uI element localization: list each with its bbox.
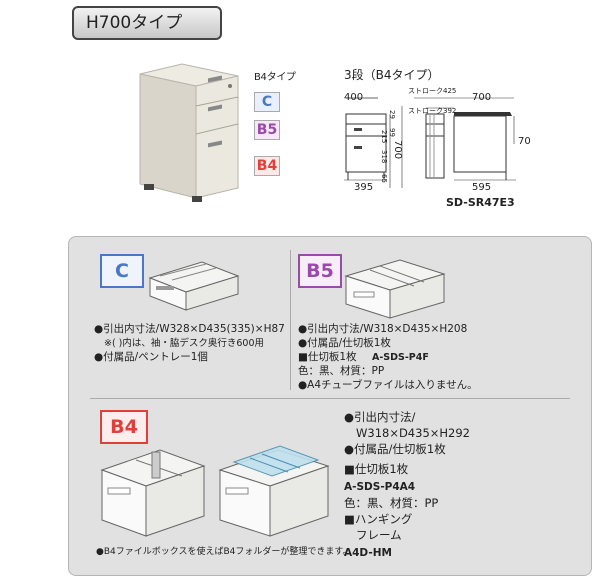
spec-b5-divider: ■仕切板1枚 <box>298 351 357 363</box>
tag-b4: B4 <box>100 410 148 444</box>
dim-height-318: 318 <box>380 150 388 164</box>
dim-width-bottom: 395 <box>354 182 374 193</box>
panel-divider-horizontal <box>90 398 570 399</box>
drawer-tag-b4: B4 <box>254 156 280 176</box>
spec-b5-part-number: A-SDS-P4F <box>372 352 429 363</box>
spec-b4-note: ●B4ファイルボックスを使えばB4フォルダーが整理できます。 <box>96 547 352 557</box>
dim-height-99: 99 <box>388 128 396 137</box>
spec-b4-hanging: ■ハンギング <box>344 512 413 526</box>
dim-height-65: 65 <box>380 174 388 183</box>
spec-b4-part-number: A-SDS-P4A4 <box>344 481 416 493</box>
panel-divider-vertical <box>290 250 291 390</box>
drawer-tag-c: C <box>254 92 280 112</box>
spec-b4-divider: ■仕切板1枚 <box>344 462 409 476</box>
dim-height-215: 215 <box>380 130 388 144</box>
pedestal-image <box>139 63 239 202</box>
dim-width-top: 400 <box>344 92 364 103</box>
dim-stroke-425: ストローク425 <box>408 87 457 95</box>
dim-height-29: 29 <box>388 110 396 119</box>
spec-b4-inner-size: ●引出内寸法/ <box>344 410 416 424</box>
spec-b5-accessory: ●付属品/仕切板1枚 <box>298 337 391 349</box>
spec-b4-frame: フレーム <box>356 528 402 542</box>
drawer-tag-b5: B5 <box>254 120 280 140</box>
spec-b4-inner-size-values: W318×D435×H292 <box>356 426 470 440</box>
drawer-c-image <box>148 261 240 311</box>
tag-c: C <box>100 254 144 288</box>
drawer-b4-image <box>100 449 206 537</box>
model-number: SD-SR47E3 <box>446 196 515 209</box>
spec-b4-accessory: ●付属品/仕切板1枚 <box>344 442 446 456</box>
dim-desk-width: 700 <box>472 92 492 103</box>
spec-b5-inner-size: ●引出内寸法/W318×D435×H208 <box>298 323 468 335</box>
dim-total-height: 700 <box>392 140 403 160</box>
dim-right-70: 70 <box>518 136 531 147</box>
dimension-drawing <box>344 97 516 188</box>
dim-stroke-392: ストローク392 <box>408 107 457 115</box>
drawing-title: 3段（B4タイプ） <box>344 68 440 82</box>
type-label: H700タイプ <box>72 6 222 40</box>
spec-b5-material: 色：黒、材質：PP <box>298 365 385 377</box>
drawer-b4-file-image <box>218 445 330 537</box>
spec-c-inner-size: ●引出内寸法/W328×D435(335)×H87 <box>94 323 285 335</box>
spec-b4-material: 色：黒、材質：PP <box>344 496 439 510</box>
dim-desk-bottom: 595 <box>472 182 492 193</box>
spec-c-note: ※( )内は、袖・脇デスク奥行き600用 <box>104 338 265 349</box>
tag-b5: B5 <box>298 254 342 288</box>
drawer-b5-image <box>344 259 446 319</box>
spec-b5-note: ●A4チューブファイルは入りません。 <box>298 379 478 391</box>
spec-c-accessory: ●付属品/ペントレー1個 <box>94 351 208 363</box>
spec-b4-frame-part: A4D-HM <box>344 547 392 559</box>
size-label: B4タイプ <box>254 72 296 83</box>
